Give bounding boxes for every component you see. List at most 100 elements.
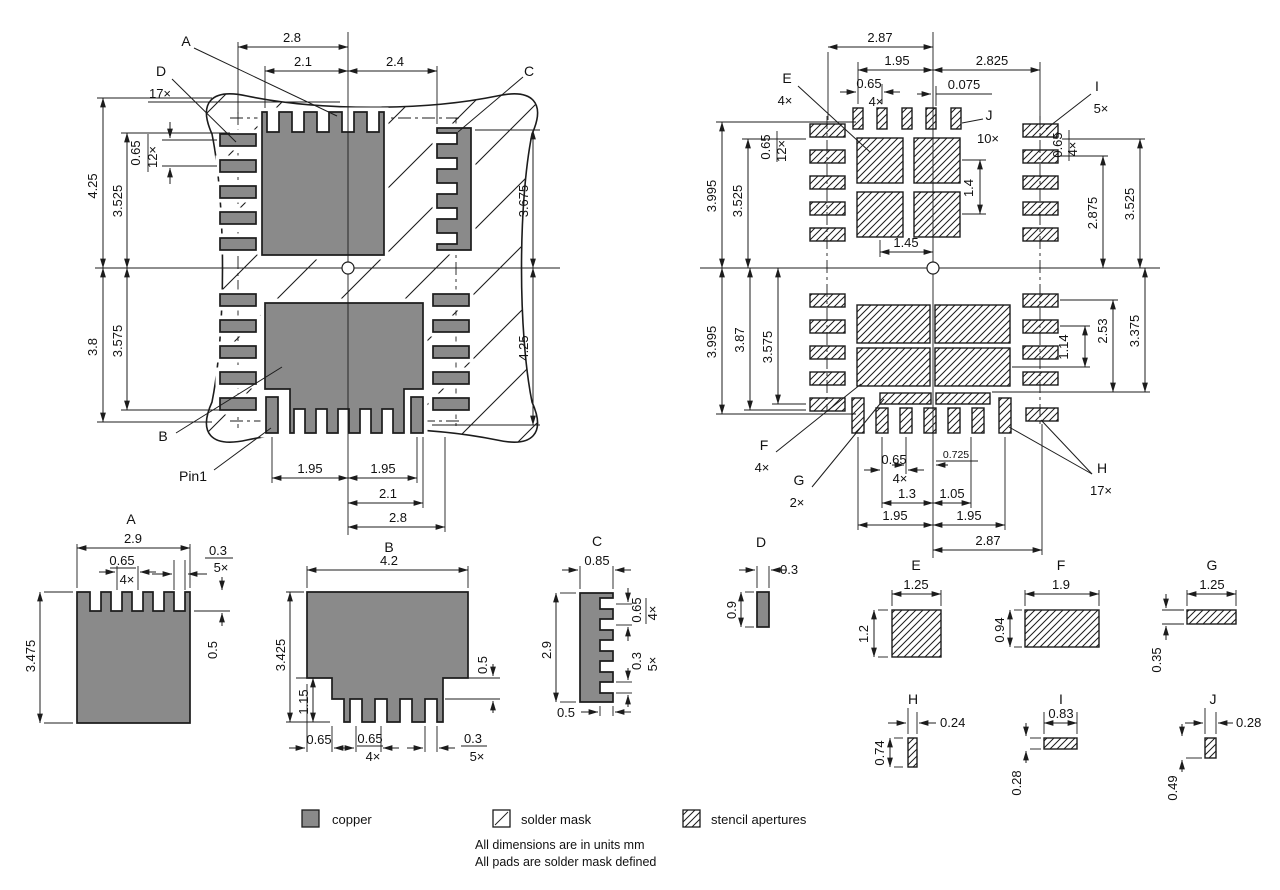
legend-stencil-label: stencil apertures [711, 812, 807, 827]
detail-D-height: 0.9 [724, 601, 739, 619]
dim-3.87: 3.87 [732, 327, 747, 352]
stencil-aperture-J [852, 107, 864, 130]
dim-1.95-bottom-left: 1.95 [297, 461, 322, 476]
count-bottom-4x: 4× [893, 471, 908, 486]
detail-A-slot: 0.3 [209, 543, 227, 558]
detail-B-slot: 0.3 [464, 731, 482, 746]
detail-B-depth: 0.5 [475, 656, 490, 674]
dim-1.14: 1.14 [1056, 334, 1071, 359]
detail-I-title: I [1059, 691, 1063, 707]
center-lines-left [95, 32, 560, 535]
copper-pad [219, 345, 257, 359]
count-G-2x: 2× [790, 495, 805, 510]
callout-C: C [524, 63, 534, 79]
dim-3.675-right: 3.675 [516, 185, 531, 218]
dim-2.875: 2.875 [1085, 197, 1100, 230]
copper-pad [410, 396, 424, 434]
stencil-aperture-F [856, 347, 931, 387]
detail-C-pitch: 0.65 [629, 597, 644, 622]
stencil-aperture [1022, 319, 1059, 334]
detail-A: A 2.9 0.3 5× 0.65 4× 3.475 0.5 [23, 511, 233, 724]
dim-2.4-top: 2.4 [386, 54, 404, 69]
count-12x-left: 12× [774, 140, 789, 162]
detail-H: H 0.24 0.74 [872, 691, 965, 768]
detail-B-shape [306, 591, 469, 723]
stencil-view: 2.87 1.95 2.825 E 4× 0.65 4× 0.075 J 10×… [700, 30, 1160, 558]
callout-I: I [1095, 78, 1099, 94]
dim-0.725: 0.725 [943, 449, 969, 461]
detail-E-shape [891, 609, 942, 658]
detail-A-depth: 0.5 [205, 641, 220, 659]
detail-C-height: 2.9 [539, 641, 554, 659]
detail-G: G 1.25 0.35 [1149, 557, 1237, 673]
detail-J-title: J [1210, 691, 1217, 707]
detail-C-width: 0.85 [584, 553, 609, 568]
dim-3.525-top-left: 3.525 [730, 185, 745, 218]
detail-D-shape [756, 591, 770, 628]
dim-2.87-top: 2.87 [867, 30, 892, 45]
copper-pad-B [264, 302, 424, 434]
callout-J: J [986, 107, 993, 123]
callout-D: D [156, 63, 166, 79]
callout-pin1: Pin1 [179, 468, 207, 484]
stencil-aperture [809, 319, 846, 334]
stencil-aperture-H [947, 407, 961, 434]
count-17x: 17× [149, 86, 171, 101]
legend-copper-swatch [301, 809, 320, 828]
stencil-aperture-G [935, 392, 991, 405]
stencil-aperture-I [1022, 123, 1059, 138]
detail-B-width: 4.2 [380, 553, 398, 568]
detail-E: E 1.25 1.2 [856, 557, 942, 658]
count-E-4x: 4× [778, 93, 793, 108]
dim-2.825-top: 2.825 [976, 53, 1009, 68]
stencil-aperture [809, 123, 846, 138]
stencil-aperture [809, 397, 846, 412]
callout-H: H [1097, 460, 1107, 476]
stencil-aperture [1022, 293, 1059, 308]
stencil-aperture-J [925, 107, 937, 130]
dim-2.1-bottom: 2.1 [379, 486, 397, 501]
detail-B-edge: 0.65 [306, 732, 331, 747]
detail-C-depth: 0.5 [557, 705, 575, 720]
dim-0.65-right: 0.65 [1050, 132, 1065, 157]
callout-B: B [158, 428, 167, 444]
dim-1.95-bottom-left: 1.95 [882, 508, 907, 523]
dim-1.95-top: 1.95 [884, 53, 909, 68]
detail-J: J 0.28 0.49 [1165, 691, 1261, 801]
detail-B-title: B [384, 539, 393, 555]
dim-1.45: 1.45 [893, 235, 918, 250]
dim-0.65-bottom: 0.65 [881, 452, 906, 467]
callout-A: A [181, 33, 191, 49]
detail-E-title: E [911, 557, 920, 573]
copper-view: A D C B Pin1 17× 0.65 12× 2.8 2.1 2.4 4.… [85, 30, 560, 535]
detail-C-slot: 0.3 [629, 652, 644, 670]
detail-J-width: 0.28 [1236, 715, 1261, 730]
detail-D-width: 0.3 [780, 562, 798, 577]
detail-B-pitch-count: 4× [366, 749, 381, 764]
stencil-aperture [1022, 345, 1059, 360]
copper-pad [219, 185, 257, 199]
detail-H-title: H [908, 691, 918, 707]
stencil-apertures [809, 107, 1059, 434]
note-mask-defined: All pads are solder mask defined [475, 855, 656, 869]
copper-pad [432, 319, 470, 333]
detail-F-shape [1024, 609, 1100, 648]
dim-2.1-top: 2.1 [294, 54, 312, 69]
dim-3.575-bottom: 3.575 [760, 331, 775, 364]
detail-C-slot-count: 5× [645, 657, 660, 672]
stencil-aperture [809, 345, 846, 360]
detail-H-height: 0.74 [872, 740, 887, 765]
dim-3.375: 3.375 [1127, 315, 1142, 348]
detail-I-shape [1043, 737, 1078, 750]
count-top-4x: 4× [869, 94, 884, 109]
dim-pitch-0.65: 0.65 [128, 140, 143, 165]
stencil-aperture-I [1022, 175, 1059, 190]
stencil-aperture [809, 149, 846, 164]
detail-D: D 0.3 0.9 [724, 534, 798, 628]
dim-3.8-left: 3.8 [85, 338, 100, 356]
stencil-aperture [809, 227, 846, 242]
detail-B: B 4.2 3.425 1.15 0.65 0.65 4× 0.3 5× 0.5 [273, 539, 500, 764]
callout-E: E [782, 70, 791, 86]
stencil-aperture [809, 371, 846, 386]
count-H-17x: 17× [1090, 483, 1112, 498]
